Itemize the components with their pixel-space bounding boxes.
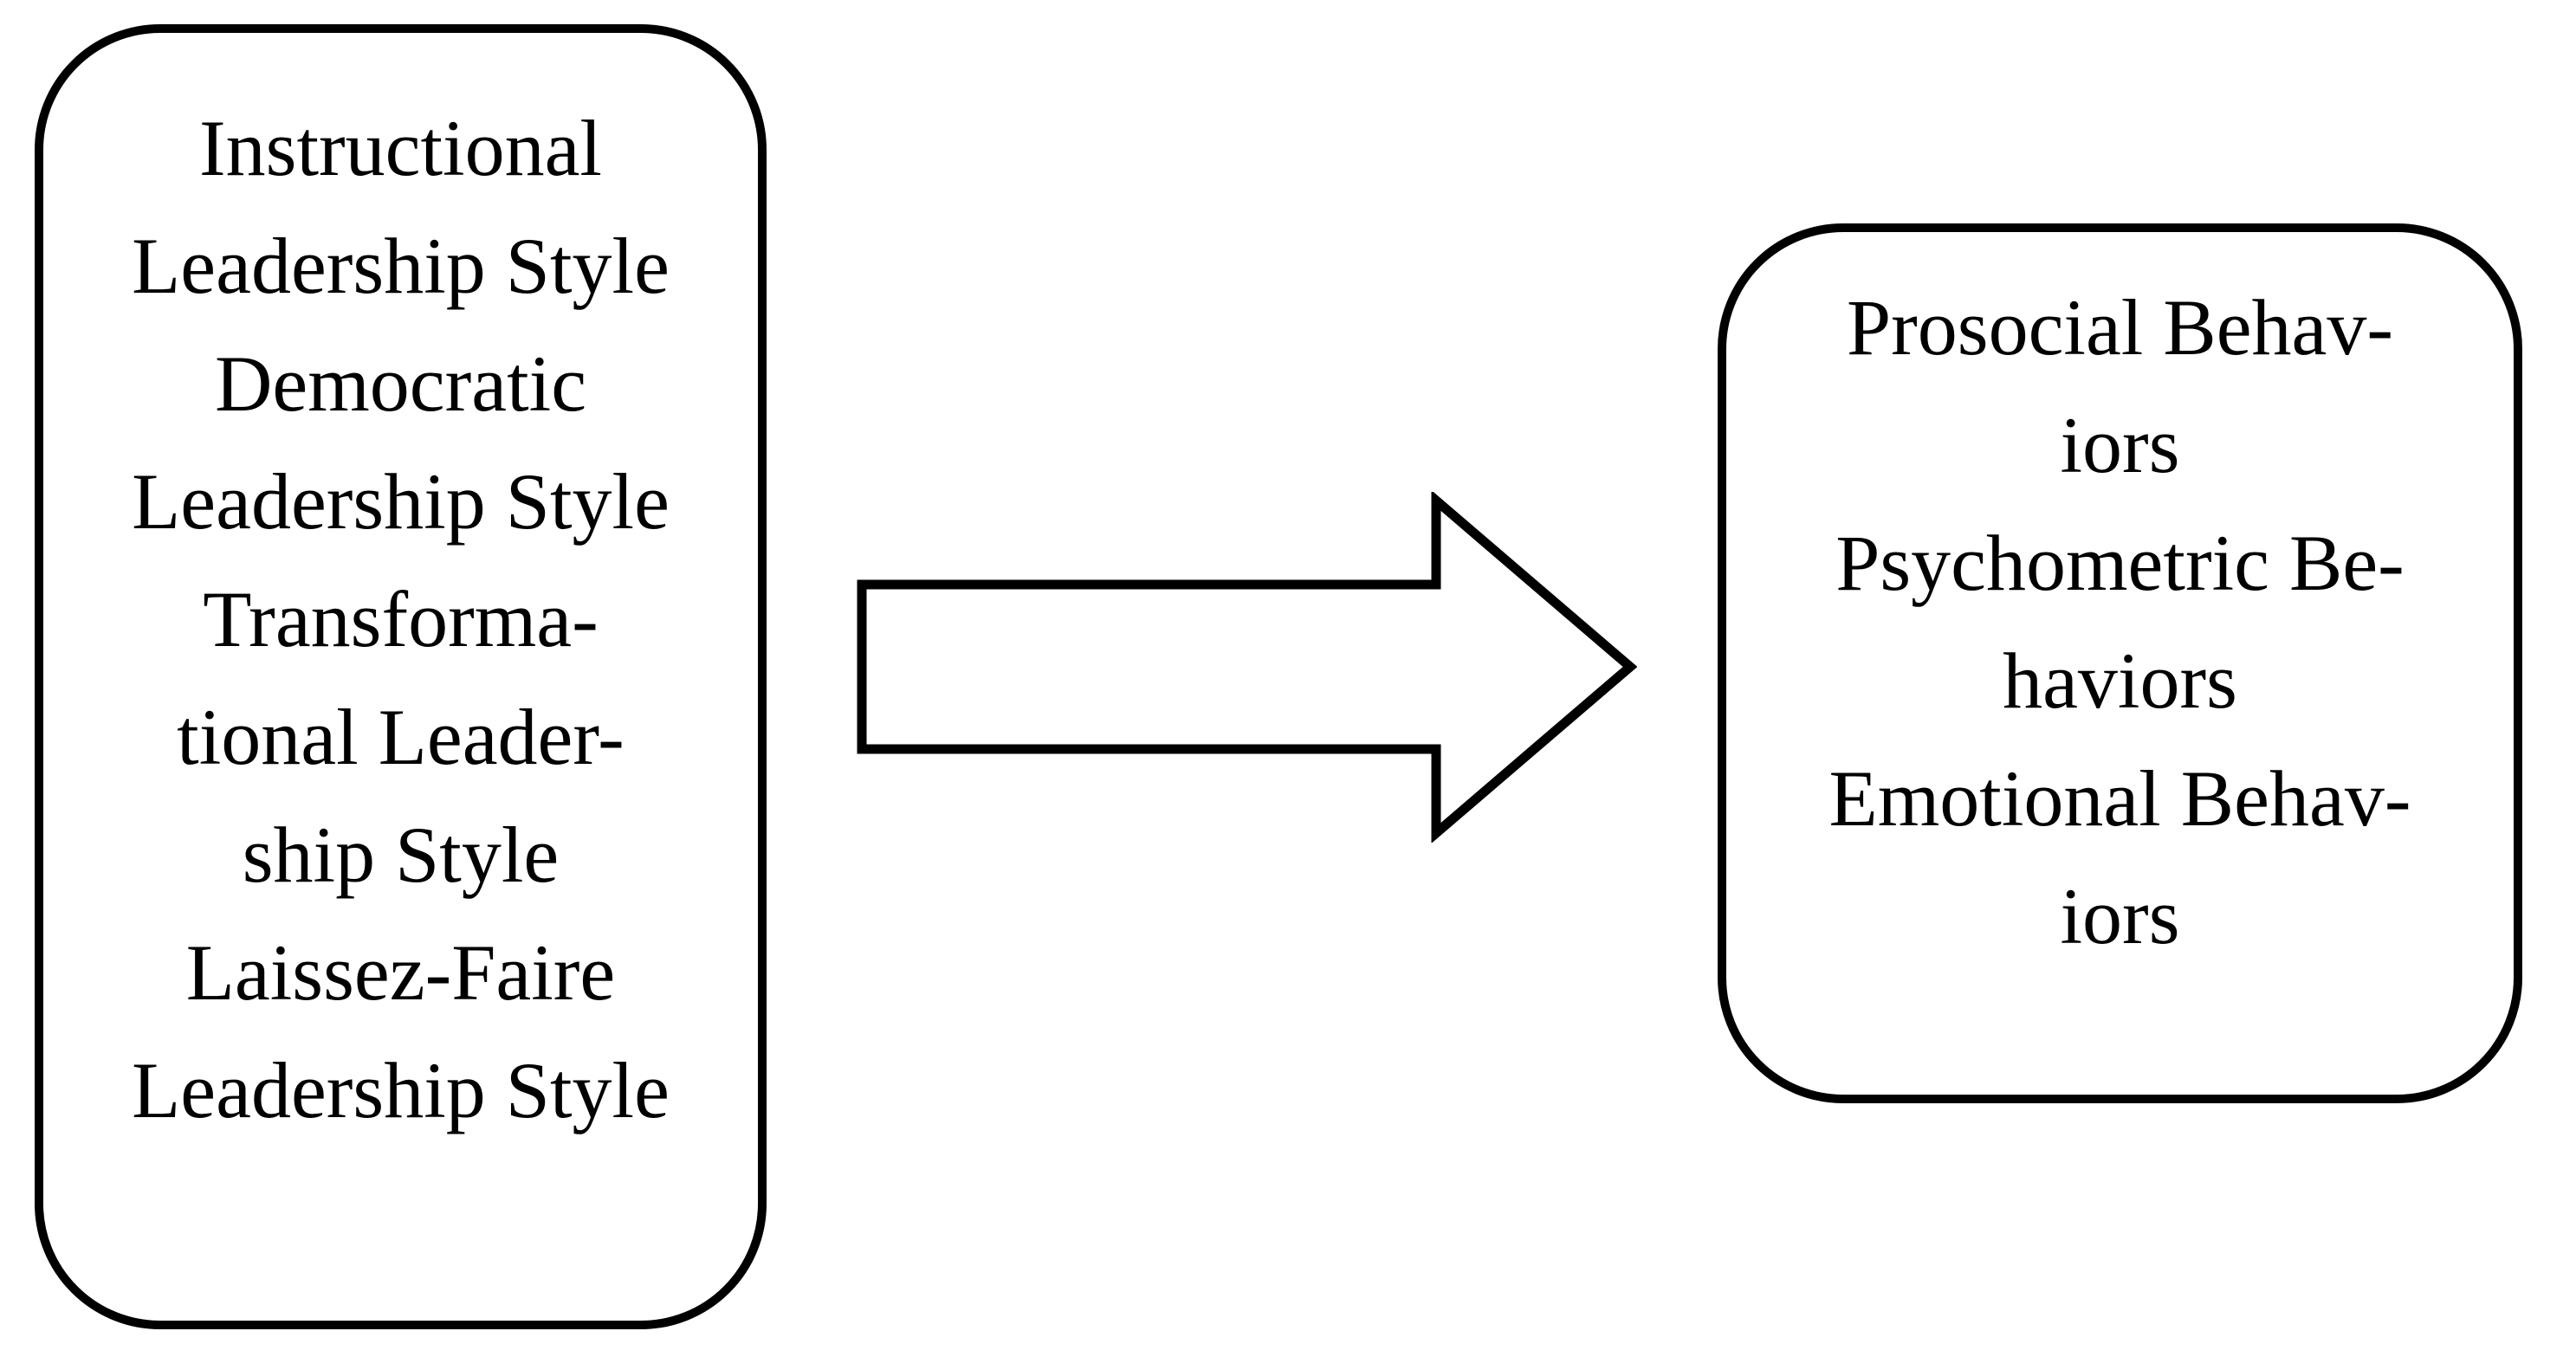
box-text-line: iors [2060,401,2180,489]
box-text-line: Laissez-Faire [185,928,616,1017]
box-text-line: ship Style [242,811,560,899]
right-arrow-icon [857,492,1637,843]
box-text-line: Prosocial Behav- [1846,283,2394,372]
box-text-line: Leadership Style [132,457,670,546]
box-text-line: Instructional [199,104,602,192]
box-text-line: Transforma- [203,575,599,663]
box-text-line: Emotional Behav- [1828,754,2411,843]
box-text-line: tional Leader- [177,693,625,781]
box-text-line: Leadership Style [132,1046,670,1134]
box-text-line: Leadership Style [132,222,670,310]
box-text-line: Democratic [214,339,587,428]
leadership-styles-box: Instructional Leadership Style Democrati… [35,24,767,1329]
behaviors-box: Prosocial Behav- iors Psychometric Be- h… [1718,223,2522,1103]
box-text-line: Psychometric Be- [1835,519,2404,607]
box-text-line: haviors [2003,636,2237,725]
box-text-line: iors [2060,872,2180,960]
